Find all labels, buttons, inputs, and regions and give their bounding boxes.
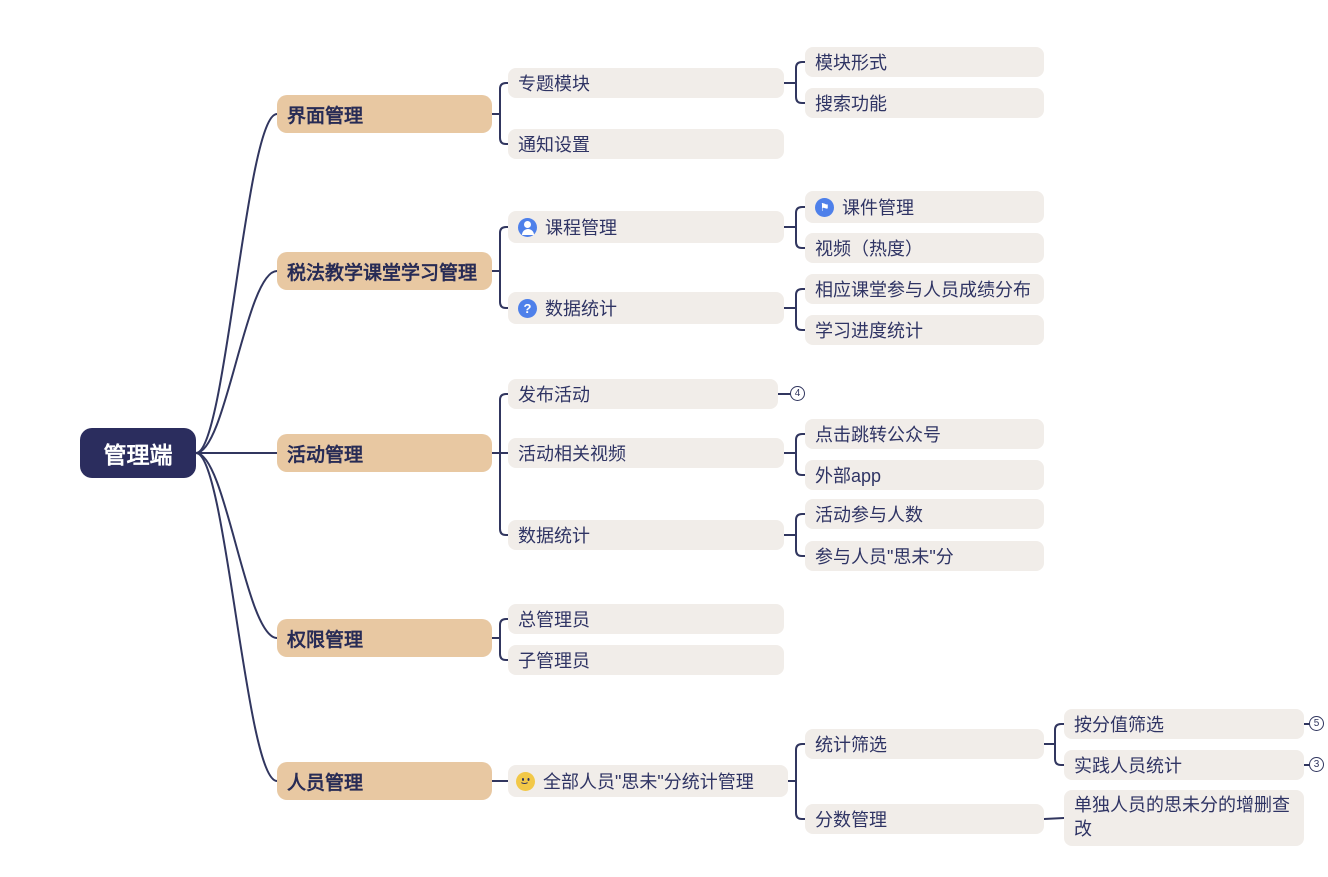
node-label: 活动参与人数	[815, 505, 923, 525]
node-label: 子管理员	[518, 651, 590, 671]
node-label: 数据统计	[518, 526, 590, 546]
node-courseware-mgmt[interactable]: 课件管理	[805, 191, 1044, 223]
node-interface-mgmt[interactable]: 界面管理	[277, 95, 492, 133]
node-label: 活动相关视频	[518, 444, 626, 464]
node-label: 活动管理	[287, 444, 364, 466]
node-admin-root[interactable]: 管理端	[80, 428, 196, 478]
node-activity-mgmt[interactable]: 活动管理	[277, 434, 492, 472]
node-label: 通知设置	[518, 135, 590, 155]
node-label: 相应课堂参与人员成绩分布	[815, 280, 1031, 300]
collapsed-count-badge[interactable]: 5	[1309, 716, 1324, 731]
collapsed-count-badge[interactable]: 4	[790, 386, 805, 401]
node-progress-stats[interactable]: 学习进度统计	[805, 315, 1044, 345]
node-label: 发布活动	[518, 385, 590, 405]
node-individual-score-crud[interactable]: 单独人员的思未分的增删查改	[1064, 790, 1304, 846]
node-participant-score[interactable]: 参与人员"思未"分	[805, 541, 1044, 571]
node-permission-mgmt[interactable]: 权限管理	[277, 619, 492, 657]
user-icon	[518, 217, 537, 237]
node-label: 总管理员	[518, 610, 590, 630]
node-label: 视频（热度）	[815, 239, 923, 259]
node-label: 人员管理	[287, 772, 364, 794]
node-stat-filter[interactable]: 统计筛选	[805, 729, 1044, 759]
node-label: 课件管理	[842, 198, 914, 218]
node-label: 外部app	[815, 466, 882, 486]
node-activity-videos[interactable]: 活动相关视频	[508, 438, 784, 468]
node-label: 专题模块	[518, 74, 590, 94]
node-super-admin[interactable]: 总管理员	[508, 604, 784, 634]
node-label: 全部人员"思未"分统计管理	[543, 772, 754, 792]
node-video-heat[interactable]: 视频（热度）	[805, 233, 1044, 263]
flag-icon	[815, 197, 834, 217]
node-label: 数据统计	[545, 299, 617, 319]
node-personnel-mgmt[interactable]: 人员管理	[277, 762, 492, 800]
node-label: 权限管理	[287, 629, 364, 651]
node-label: 单独人员的思未分的增删查改	[1074, 795, 1290, 839]
node-label: 管理端	[103, 442, 173, 468]
node-tax-teaching-mgmt[interactable]: 税法教学课堂学习管理	[277, 252, 492, 290]
node-label: 参与人员"思未"分	[815, 547, 954, 567]
node-module-format[interactable]: 模块形式	[805, 47, 1044, 77]
node-label: 实践人员统计	[1074, 756, 1182, 776]
node-score-mgmt[interactable]: 分数管理	[805, 804, 1044, 834]
node-course-data-stats[interactable]: 数据统计	[508, 292, 784, 324]
node-label: 按分值筛选	[1074, 715, 1164, 735]
node-filter-by-score[interactable]: 按分值筛选	[1064, 709, 1304, 739]
node-practice-stats[interactable]: 实践人员统计	[1064, 750, 1304, 780]
node-label: 税法教学课堂学习管理	[287, 262, 478, 284]
node-search-function[interactable]: 搜索功能	[805, 88, 1044, 118]
node-label: 分数管理	[815, 810, 887, 830]
node-label: 点击跳转公众号	[815, 425, 941, 445]
node-activity-data-stats[interactable]: 数据统计	[508, 520, 784, 550]
question-icon	[518, 298, 537, 318]
node-grade-distribution[interactable]: 相应课堂参与人员成绩分布	[805, 274, 1044, 304]
node-label: 课程管理	[545, 218, 617, 238]
node-jump-official-account[interactable]: 点击跳转公众号	[805, 419, 1044, 449]
node-sub-admin[interactable]: 子管理员	[508, 645, 784, 675]
node-course-mgmt[interactable]: 课程管理	[508, 211, 784, 243]
node-all-score-stats-mgmt[interactable]: 全部人员"思未"分统计管理	[508, 765, 788, 797]
node-label: 学习进度统计	[815, 321, 923, 341]
node-participant-count[interactable]: 活动参与人数	[805, 499, 1044, 529]
node-topic-module[interactable]: 专题模块	[508, 68, 784, 98]
node-notification-settings[interactable]: 通知设置	[508, 129, 784, 159]
node-external-app[interactable]: 外部app	[805, 460, 1044, 490]
node-label: 统计筛选	[815, 735, 887, 755]
collapsed-count-badge[interactable]: 3	[1309, 757, 1324, 772]
node-label: 界面管理	[287, 105, 364, 127]
smiley-icon	[516, 771, 535, 791]
node-label: 模块形式	[815, 53, 887, 73]
node-publish-activity[interactable]: 发布活动	[508, 379, 778, 409]
node-label: 搜索功能	[815, 94, 887, 114]
